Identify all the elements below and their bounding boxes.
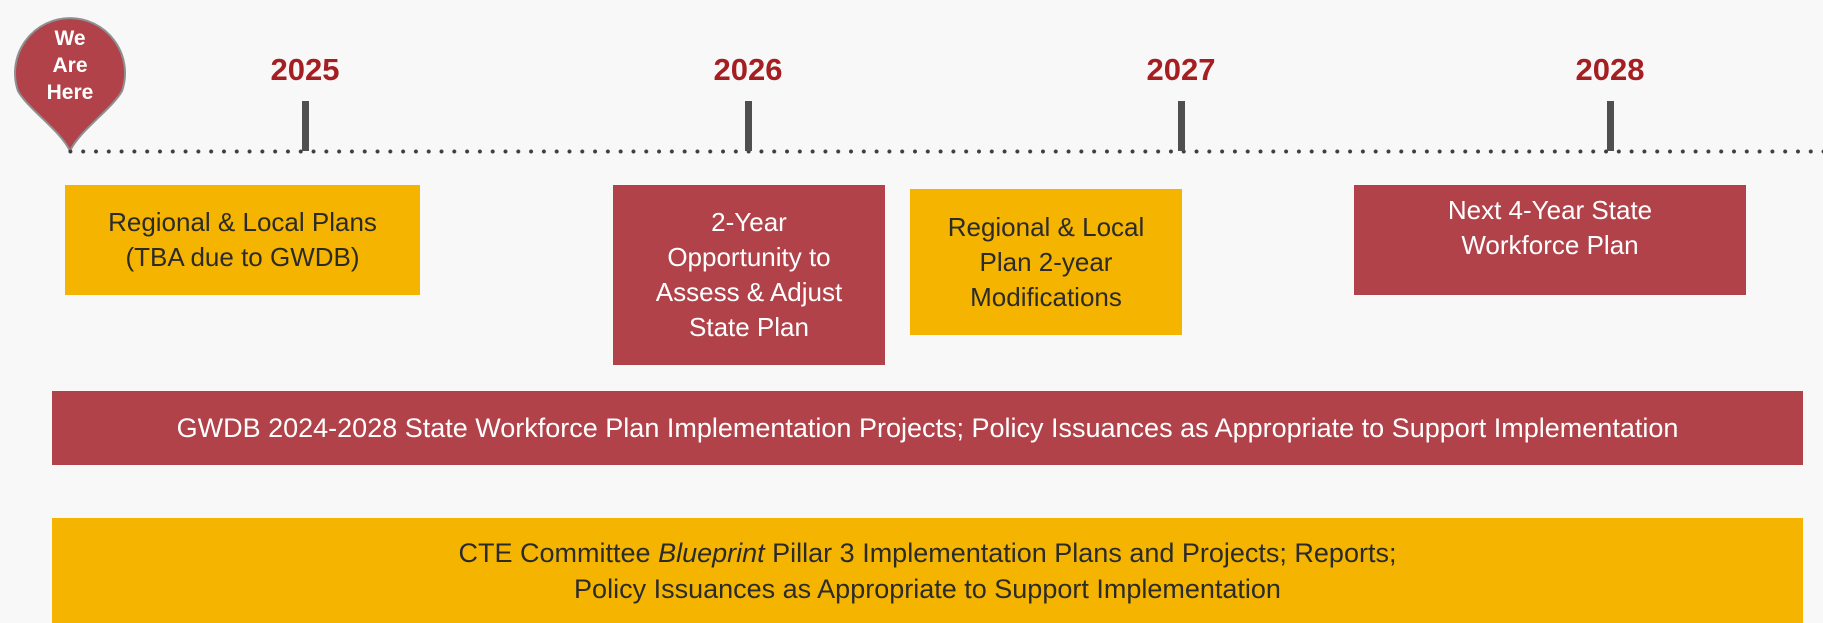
milestone-regional-local-plans: Regional & Local Plans (TBA due to GWDB) bbox=[65, 185, 420, 295]
milestone-text-line: Regional & Local bbox=[947, 211, 1145, 242]
gwdb-band-text: GWDB 2024-2028 State Workforce Plan Impl… bbox=[176, 413, 1679, 443]
milestone-text-line: Modifications bbox=[970, 281, 1122, 312]
marker-label: We Are Here bbox=[6, 25, 134, 106]
year-label-2026: 2026 bbox=[713, 52, 783, 87]
gwdb-implementation-band: GWDB 2024-2028 State Workforce Plan Impl… bbox=[52, 391, 1803, 465]
milestone-text-line: Next 4-Year State bbox=[1447, 195, 1653, 225]
milestone-text-line: Regional & Local Plans bbox=[108, 207, 377, 237]
year-tick-2025 bbox=[302, 101, 309, 151]
year-label-2027: 2027 bbox=[1146, 52, 1216, 87]
marker-line-1: We bbox=[54, 27, 86, 50]
marker-line-2: Are bbox=[52, 54, 88, 77]
milestone-text-line: Opportunity to bbox=[667, 242, 831, 272]
year-label-2025: 2025 bbox=[270, 52, 340, 87]
cte-band-line-2: Policy Issuances as Appropriate to Suppo… bbox=[574, 573, 1281, 604]
milestone-text-line: 2-Year bbox=[711, 207, 787, 237]
year-tick-2027 bbox=[1178, 101, 1185, 151]
year-tick-2026 bbox=[745, 101, 752, 151]
milestone-text-line: Plan 2-year bbox=[979, 246, 1113, 277]
milestone-text-line: (TBA due to GWDB) bbox=[125, 242, 360, 272]
timeline-dotted-line bbox=[64, 149, 1823, 154]
year-label-2028: 2028 bbox=[1575, 52, 1645, 87]
cte-band-text-prefix: CTE Committee bbox=[458, 537, 659, 568]
milestone-plan-modifications: Regional & Local Plan 2-year Modificatio… bbox=[910, 189, 1182, 335]
year-tick-2028 bbox=[1607, 101, 1614, 151]
marker-line-3: Here bbox=[46, 81, 94, 104]
milestone-text-line: Workforce Plan bbox=[1461, 230, 1639, 260]
milestone-text-line: Assess & Adjust bbox=[655, 277, 843, 307]
cte-band-line-1: CTE Committee Blueprint Pillar 3 Impleme… bbox=[459, 535, 1397, 571]
cte-band-blueprint-italic: Blueprint bbox=[658, 537, 765, 568]
milestone-assess-adjust-state-plan: 2-Year Opportunity to Assess & Adjust St… bbox=[613, 185, 885, 365]
milestone-text-line: State Plan bbox=[689, 312, 809, 342]
we-are-here-marker: We Are Here bbox=[6, 3, 134, 153]
milestone-next-state-workforce-plan: Next 4-Year State Workforce Plan bbox=[1354, 185, 1746, 295]
cte-band-text-suffix: Pillar 3 Implementation Plans and Projec… bbox=[764, 537, 1397, 568]
map-pin-icon bbox=[14, 17, 126, 153]
cte-blueprint-band: CTE Committee Blueprint Pillar 3 Impleme… bbox=[52, 518, 1803, 623]
